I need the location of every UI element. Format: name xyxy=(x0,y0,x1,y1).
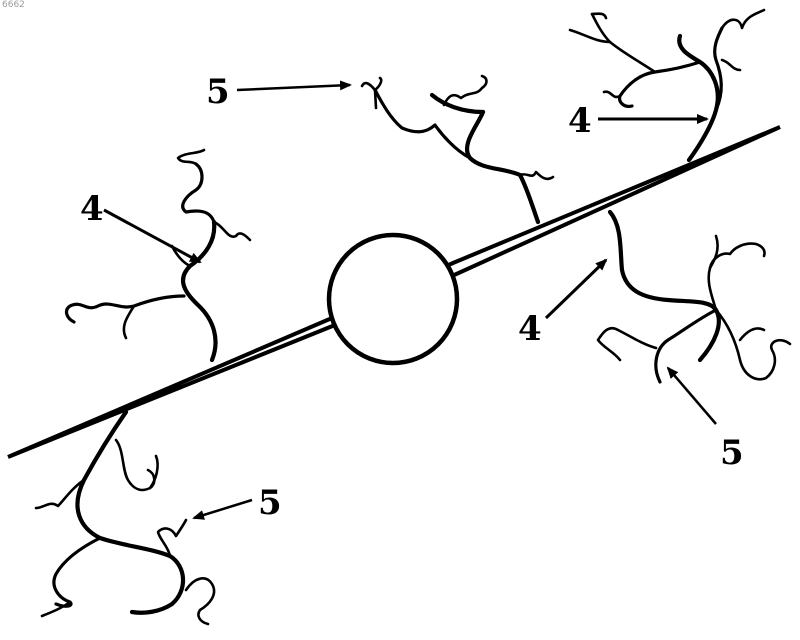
label-5-right-lower: 5 xyxy=(720,433,744,473)
arrow-to-lower-right-tip xyxy=(668,368,716,424)
label-4-right-lower: 4 xyxy=(518,309,542,349)
label-5-top: 5 xyxy=(206,72,230,112)
callout-left-4: 4 xyxy=(80,189,200,262)
label-4-right-top: 4 xyxy=(568,101,592,141)
branch-top-right xyxy=(570,10,764,160)
branch-lower-right xyxy=(598,212,790,382)
callout-right-top-4: 4 xyxy=(568,101,707,141)
branch-bottom-left xyxy=(36,412,214,624)
arrow-to-left-branch xyxy=(104,210,200,262)
label-4-left: 4 xyxy=(80,189,104,229)
arrow-to-bottom-tip xyxy=(194,500,252,518)
callout-top-left-5: 5 xyxy=(206,72,350,112)
arrow-to-lower-right-branch xyxy=(546,260,606,318)
branch-left xyxy=(67,150,250,360)
label-5-bottom: 5 xyxy=(258,483,282,523)
callout-bottom-5: 5 xyxy=(194,483,282,523)
branch-top-middle xyxy=(362,76,553,222)
arrow-to-top-branch-tip xyxy=(237,85,350,90)
central-sphere xyxy=(329,235,457,363)
callout-right-lower-5: 5 xyxy=(668,368,744,473)
callout-right-lower-4: 4 xyxy=(518,260,606,349)
